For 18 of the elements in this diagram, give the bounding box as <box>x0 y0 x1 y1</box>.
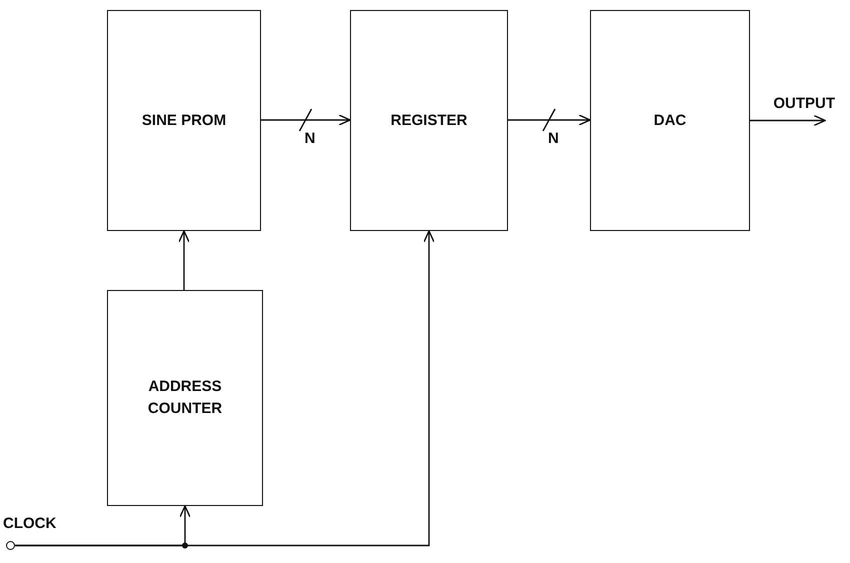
edge-label: N <box>304 130 316 147</box>
edge-label: N <box>548 130 559 147</box>
block-label: REGISTER <box>390 110 468 131</box>
block <box>107 10 261 231</box>
block-label: ADDRESS COUNTER <box>146 377 224 419</box>
arrow <box>750 114 826 126</box>
block-label: SINE PROM <box>142 110 226 131</box>
block <box>107 290 263 506</box>
arrow <box>178 230 190 290</box>
block <box>590 10 750 231</box>
terminal-circle <box>6 541 15 550</box>
block <box>350 10 508 231</box>
signal-label: CLOCK <box>3 515 56 532</box>
arrow <box>261 114 351 126</box>
arrow <box>508 114 591 126</box>
arrow <box>15 230 435 546</box>
block-label: DAC <box>654 110 686 131</box>
edge-label: OUTPUT <box>772 94 835 112</box>
